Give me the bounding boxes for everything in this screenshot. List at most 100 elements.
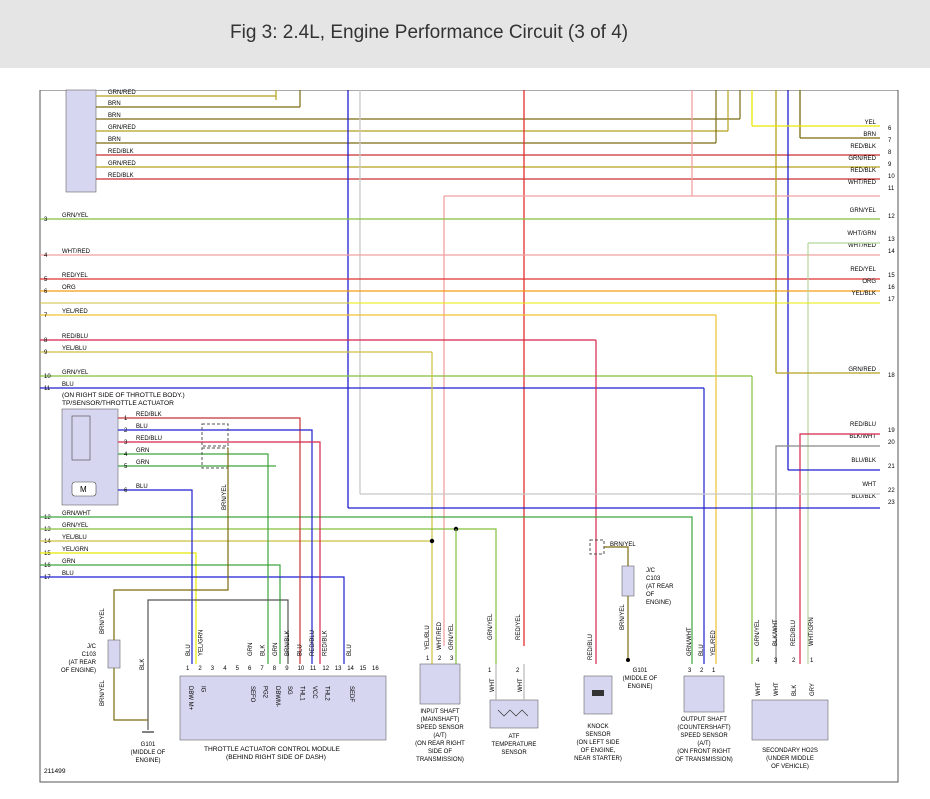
right-wire: [799, 433, 880, 664]
jc-right-line: ENGINE): [646, 600, 671, 606]
left-pin-number: 12: [44, 515, 51, 521]
tacm-wire-label: BRN/BLK: [285, 630, 291, 656]
left-pin-label: GRN: [62, 559, 75, 565]
left-pin-number: 11: [44, 386, 51, 392]
input-shaft-line: (ON REAR RIGHT: [415, 741, 465, 747]
figure-title: Fig 3: 2.4L, Engine Performance Circuit …: [230, 22, 629, 43]
left-pin-label: GRN/YEL: [62, 213, 89, 219]
atf-line: TEMPERATURE: [492, 742, 537, 748]
right-pin-number: 12: [888, 214, 895, 220]
jc-right-bottom-wire: BRN/YEL: [620, 604, 626, 630]
tp-pin-label: RED/BLK: [136, 412, 162, 418]
right-wire: [775, 445, 880, 664]
top-wire-label: RED/BLK: [108, 149, 134, 155]
output-pin-number: 2: [700, 668, 704, 674]
left-pin-number: 13: [44, 527, 51, 533]
ho2s-pin-number: 3: [774, 658, 778, 664]
tacm-pin-name: THL2: [323, 686, 329, 701]
input-shaft-line: SPEED SENSOR: [416, 725, 464, 731]
tacm-pin-name: IG: [199, 686, 205, 693]
tacm-pin-name: VCC: [311, 686, 317, 699]
ho2s-inner-label: BLK: [792, 685, 798, 696]
input-shaft-line: (A/T): [433, 733, 446, 739]
right-pin-number: 10: [888, 174, 895, 180]
top-wire-label: BRN: [108, 137, 121, 143]
left-pin-label: YEL/BLU: [62, 346, 87, 352]
right-pin-number: 8: [888, 150, 892, 156]
ho2s-pin-number: 1: [810, 658, 814, 664]
g101-left-line: G101: [141, 742, 156, 748]
atf-pin-number: 2: [516, 668, 520, 674]
output-shaft-line: (COUNTERSHAFT): [677, 725, 730, 731]
jc-left-line: J/C: [87, 644, 97, 650]
right-pin-label: RED/BLK: [850, 144, 876, 150]
left-pin-number: 8: [44, 338, 48, 344]
left-wire: [40, 552, 197, 664]
tacm-pin-name: PG2: [261, 686, 267, 699]
knock-line: SENSOR: [585, 732, 611, 738]
tacm-box: [179, 675, 387, 741]
tp-pin-label: RED/BLU: [136, 436, 162, 442]
output-wire-label: BLU: [699, 644, 705, 656]
output-shaft-line: OF TRANSMISSION): [675, 757, 733, 763]
left-pin-number: 16: [44, 563, 51, 569]
tp-wire: [118, 489, 193, 664]
left-pin-number: 17: [44, 575, 51, 581]
ho2s-inner-label: WHT: [774, 682, 780, 696]
right-pin-label: BLU/BLK: [851, 458, 876, 464]
knock-line: OF ENGINE,: [581, 748, 616, 754]
right-pin-label: WHT/GRN: [847, 231, 876, 237]
tp-pin-number: 5: [124, 464, 128, 470]
jc-left-bottom-wire: BRN/YEL: [100, 680, 106, 706]
right-pin-number: 14: [888, 249, 895, 255]
tacm-wire-label: GRN: [248, 643, 254, 656]
tp-pin-number: 6: [124, 488, 128, 494]
atf-line: ATF: [509, 734, 520, 740]
right-pin-number: 21: [888, 464, 895, 470]
top-wire-label: GRN/RED: [108, 90, 136, 96]
jc-right-top-wire: BRN/YEL: [610, 542, 636, 548]
top-wire-label: RED/BLK: [108, 173, 134, 179]
shield-box: [201, 447, 229, 469]
tacm-pin-number: 1: [186, 666, 190, 672]
jc-wire: [113, 580, 229, 640]
right-pin-number: 7: [888, 138, 892, 144]
left-pin-label: BLU: [62, 571, 74, 577]
ho2s-pin-number: 4: [756, 658, 760, 664]
jc-right-line: (AT REAR: [646, 584, 674, 590]
input-shaft-line: INPUT SHAFT: [420, 709, 460, 715]
ho2s-wire-label: GRN/YEL: [755, 619, 761, 646]
tacm-wire-label: BLU: [298, 644, 304, 656]
ho2s-line: (UNDER MIDDLE: [766, 756, 814, 762]
tacm-pin-number: 2: [198, 666, 202, 672]
right-pin-label: WHT/RED: [848, 180, 877, 186]
tacm-pin-name: DBW M+: [187, 686, 193, 711]
right-pin-label: GRN/RED: [848, 156, 876, 162]
output-shaft-line: OUTPUT SHAFT: [681, 717, 727, 723]
figure-id: 211499: [44, 768, 66, 775]
jc-wire: [604, 546, 629, 566]
jc103-right-box: [621, 565, 635, 597]
tacm-pin-number: 6: [248, 666, 252, 672]
right-pin-label: ORG: [862, 279, 876, 285]
tacm-pin-name: SEDF: [348, 686, 354, 702]
left-pin-number: 14: [44, 539, 51, 545]
tp-sensor-title-2: TP/SENSOR/THROTTLE ACTUATOR: [62, 400, 174, 407]
input-pin-number: 3: [450, 656, 454, 662]
right-pin-group: 6YEL7BRN8RED/BLK9GRN/RED10RED/BLK11WHT/R…: [40, 120, 895, 664]
ho2s-box: [751, 699, 829, 741]
left-pin-number: 9: [44, 350, 48, 356]
right-pin-number: 23: [888, 500, 895, 506]
ho2s-inner-label: GRY: [810, 683, 816, 696]
tp-wire: [147, 599, 289, 730]
output-shaft-line: (A/T): [697, 741, 710, 747]
tacm-pin-number: 16: [372, 666, 379, 672]
left-pin-number: 10: [44, 374, 51, 380]
top-left-connector: [65, 89, 97, 193]
left-pin-label: ORG: [62, 285, 76, 291]
tp-pin-number: 2: [124, 428, 128, 434]
tp-pin-label: BLU: [136, 424, 148, 430]
